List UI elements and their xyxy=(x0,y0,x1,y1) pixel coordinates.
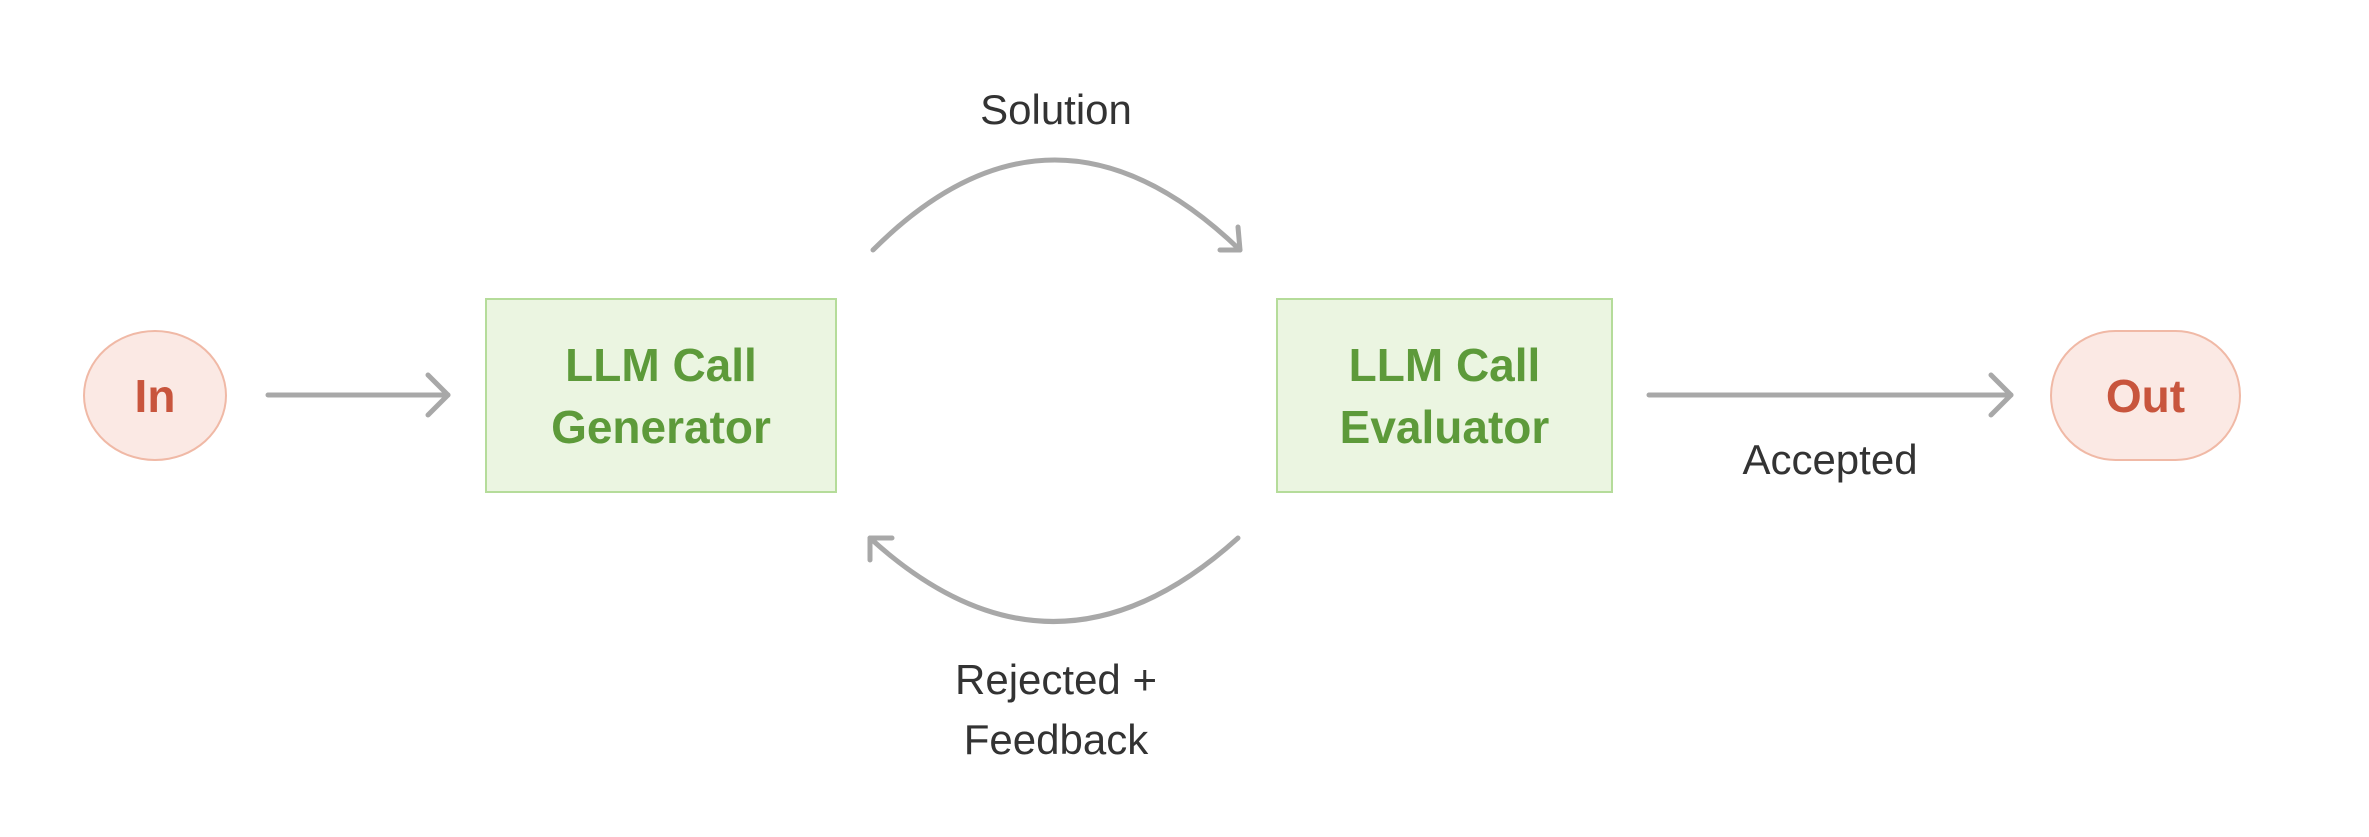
accepted-edge-label: Accepted xyxy=(1742,436,1918,483)
arrow-in-to-generator xyxy=(265,372,451,418)
llm-evaluator-node: LLM Call Evaluator xyxy=(1276,298,1613,493)
input-node: In xyxy=(83,330,227,461)
output-node: Out xyxy=(2050,330,2241,461)
output-node-label: Out xyxy=(2105,369,2186,422)
generator-line-2: Generator xyxy=(551,400,771,453)
rejected-edge-label: Rejected + Feedback xyxy=(856,650,1256,770)
llm-generator-node: LLM Call Generator xyxy=(485,298,837,493)
evaluator-line-2: Evaluator xyxy=(1339,400,1550,453)
rejected-label-line-2: Feedback xyxy=(963,716,1149,763)
input-node-label: In xyxy=(134,369,176,422)
arrow-solution-arc xyxy=(870,157,1243,253)
arrow-rejected-arc xyxy=(867,535,1241,624)
solution-edge-label: Solution xyxy=(980,86,1132,133)
arrow-evaluator-to-output xyxy=(1646,372,2014,418)
generator-line-1: LLM Call xyxy=(565,338,757,391)
evaluator-line-1: LLM Call xyxy=(1348,338,1541,391)
rejected-label-line-1: Rejected + xyxy=(955,656,1157,703)
